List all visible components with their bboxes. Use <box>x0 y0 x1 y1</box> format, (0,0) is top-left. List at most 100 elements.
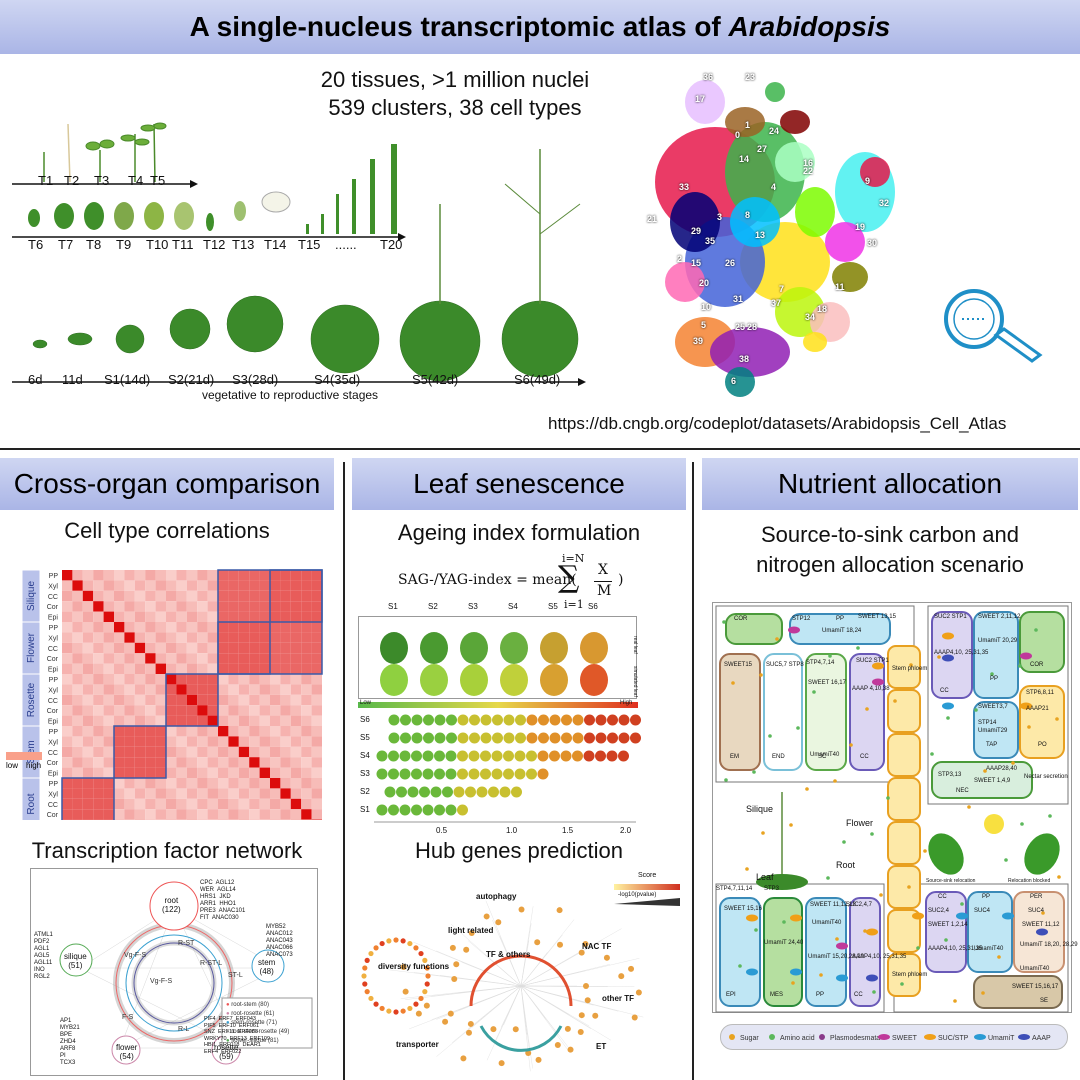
heatmap-cell <box>155 778 166 789</box>
heatmap-cell <box>228 653 239 664</box>
heatmap-cell <box>197 674 208 685</box>
bubble <box>549 750 560 762</box>
heatmap-cell <box>228 788 239 799</box>
heatmap-cell <box>259 715 270 726</box>
diversity-node <box>361 973 367 979</box>
heatmap-cell <box>280 788 291 799</box>
molecule-dot <box>997 955 1001 959</box>
legend-label: Amino acid <box>780 1035 815 1042</box>
nutrient-cell-label: CC <box>938 894 947 900</box>
tf-silique-genes: ATML1 PDF2 AGL1 AGL5 AGL11 INO RGL2 <box>34 932 53 980</box>
end-cell <box>763 653 803 771</box>
heatmap-cell <box>290 757 302 768</box>
hub-node <box>557 941 564 948</box>
bubble <box>442 786 453 798</box>
heatmap-cell <box>82 798 94 810</box>
diversity-node <box>393 937 399 943</box>
heatmap-cell <box>228 798 239 810</box>
formula-sum-bot: i=1 <box>564 598 584 611</box>
heatmap-cell <box>166 757 177 768</box>
bubble <box>607 714 618 726</box>
heatmap-cell <box>197 653 208 664</box>
heatmap-cell <box>155 684 166 695</box>
umap-label-27: 27 <box>757 144 768 154</box>
heatmap-cell <box>290 809 302 820</box>
bubble <box>457 714 469 726</box>
heatmap-cell <box>186 684 198 695</box>
legend-low: low <box>6 761 18 770</box>
real-leaf <box>460 632 488 664</box>
hub-label: transporter <box>396 1040 439 1049</box>
tf-ring-label: R-ST <box>178 940 195 947</box>
stage-col-label: S1 <box>388 602 398 611</box>
nutrient-cell-label: STP4,7,11,14 <box>716 886 753 892</box>
plant-rosette <box>756 874 808 890</box>
bubble <box>491 768 503 780</box>
tf-ring-label: Vg-F-S <box>150 978 173 985</box>
heatmap-cell <box>207 674 218 685</box>
hub-node <box>495 919 502 926</box>
heatmap-cell <box>207 642 218 654</box>
hub-edge <box>520 985 592 1029</box>
diversity-node <box>422 989 428 995</box>
heatmap-cell <box>176 705 187 716</box>
heatmap-cell <box>218 663 229 674</box>
transporter-icon <box>1002 912 1014 920</box>
heatmap-cell <box>280 601 291 612</box>
transporter-icon <box>788 626 800 634</box>
umap-label-39: 39 <box>693 336 704 346</box>
correlation-heatmap: RootRootPPPPXylXylCCCCCorCorEpiEpiStemSt… <box>6 569 323 820</box>
heatmap-cell <box>197 611 208 622</box>
source-leaf <box>928 833 964 875</box>
formula-den: M <box>597 583 612 599</box>
molecule-dot <box>819 973 823 977</box>
heatmap-cell <box>124 653 135 664</box>
molecule-dot <box>946 716 950 720</box>
heatmap-cell <box>124 580 135 591</box>
heatmap-cell <box>270 788 281 799</box>
heatmap-cell <box>207 601 218 612</box>
hub-node <box>463 946 470 953</box>
heatmap-cell <box>82 809 94 820</box>
heatmap-cell <box>176 694 187 706</box>
bubble <box>583 750 595 762</box>
heatmap-cell <box>311 622 322 633</box>
atlas-url[interactable]: https://db.cngb.org/codeplot/datasets/Ar… <box>548 414 1007 433</box>
heatmap-cell <box>155 767 166 778</box>
bubble <box>422 750 434 762</box>
heatmap-cell <box>134 694 146 706</box>
heatmap-cell <box>186 809 198 820</box>
nutrient-cell-label: UmamiT 15,20,28,29 <box>808 954 864 960</box>
tf-stem-genes: MYB52 ANAC012 ANAC043 ANAC066 ANAC073 <box>266 924 293 958</box>
heatmap-cell <box>197 715 208 726</box>
heatmap-cell <box>62 684 73 695</box>
hub-node <box>554 1042 561 1049</box>
stage-label-6: S5(42d) <box>412 372 459 387</box>
heatmap-cell <box>207 632 218 643</box>
hub-node <box>628 965 635 972</box>
molecule-dot <box>960 902 964 906</box>
heatmap-cell <box>93 788 104 799</box>
molecule-dot <box>981 991 985 995</box>
heatmap-cell <box>155 663 166 674</box>
heatmap-cell <box>301 767 312 778</box>
heatmap-cell <box>259 622 270 633</box>
pp-cell-flower <box>973 611 1019 699</box>
hub-node <box>603 954 610 961</box>
heatmap-cell <box>145 674 156 685</box>
heatmap-cell <box>249 767 260 778</box>
heatmap-cell <box>207 726 218 737</box>
heatmap-cell <box>166 570 177 581</box>
stats-line2: 539 clusters, 38 cell types <box>328 95 582 120</box>
heatmap-cell <box>186 778 198 789</box>
heatmap-cell <box>301 632 312 643</box>
heatmap-cell <box>93 726 104 737</box>
heatmap-cell <box>62 622 73 633</box>
umap-cluster <box>803 332 827 352</box>
nutrient-cell-label: Nectar secretion <box>1024 774 1068 780</box>
nutrient-cell-label: SWEET 15,16 <box>724 906 762 912</box>
bubble <box>618 750 629 762</box>
heatmap-cell <box>145 611 156 622</box>
heatmap-cell <box>176 642 187 654</box>
blocked-label: Relocation blocked <box>1008 878 1051 884</box>
